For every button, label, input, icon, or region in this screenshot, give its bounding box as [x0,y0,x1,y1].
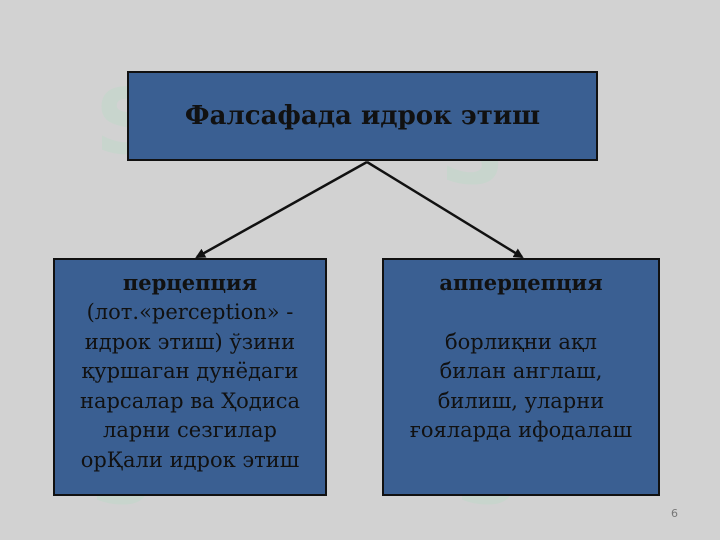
apperception-line: борлиқни ақл [444,329,598,354]
page-number: 6 [671,507,678,520]
perception-line: нарсалар ва Ҳодиса [79,388,301,413]
perception-line: қуршаган дунёдаги [81,359,299,383]
apperception-line: ғояларда ифодалаш [409,418,633,442]
apperception-line: билан англаш, [439,359,603,383]
arrow-to-right-box [366,160,524,259]
arrow-to-left-box [195,160,368,259]
perception-box: перцепция (лот.«perception» - идрок этиш… [53,258,327,496]
perception-line: ларни сезгилар [103,418,277,442]
apperception-heading: апперцепция [439,270,603,295]
apperception-line: билиш, уларни [437,388,605,413]
perception-heading: перцепция [122,270,258,295]
title-box: Фалсафада идрок этиш [127,71,598,161]
perception-line: орҚали идрок этиш [80,447,300,472]
perception-line: идрок этиш) ўзини [84,329,296,354]
apperception-box: апперцепция борлиқни ақл билан англаш, б… [382,258,660,496]
perception-line: (лот.«perception» - [86,300,294,324]
diagram-title: Фалсафада идрок этиш [184,101,541,131]
